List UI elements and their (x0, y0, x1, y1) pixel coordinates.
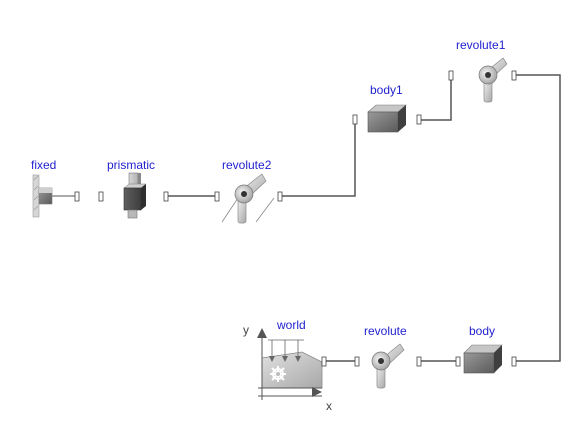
body1-component[interactable] (352, 104, 422, 133)
revolute1-component[interactable] (448, 57, 517, 103)
revolute-label: revolute (364, 324, 407, 338)
revolute2-label: revolute2 (222, 158, 272, 172)
world-x-axis-label: x (326, 399, 332, 413)
fixed-component[interactable] (32, 174, 75, 218)
prismatic-component[interactable] (98, 172, 169, 219)
prismatic-frame-a-connector[interactable] (98, 191, 104, 202)
revolute2-frame-b-connector[interactable] (277, 191, 283, 202)
revolute2-frame-a-connector[interactable] (214, 191, 220, 202)
body1-frame-b-connector[interactable] (416, 114, 422, 125)
wire-revolute1-body (516, 74, 561, 362)
prismatic-frame-b-connector[interactable] (163, 191, 169, 202)
fixed-label: fixed (31, 158, 57, 172)
body-frame-a-connector[interactable] (455, 356, 461, 367)
revolute-frame-a-connector[interactable] (354, 356, 360, 367)
world-label: world (277, 318, 306, 332)
revolute-component[interactable] (354, 343, 422, 389)
body-frame-b-connector[interactable] (511, 356, 517, 367)
world-component[interactable] (257, 328, 327, 400)
prismatic-label: prismatic (107, 158, 156, 172)
revolute1-label: revolute1 (456, 38, 506, 52)
body1-frame-a-connector[interactable] (352, 114, 358, 125)
body-label: body (469, 324, 496, 338)
revolute2-component[interactable] (214, 173, 283, 224)
body-component[interactable] (455, 344, 517, 374)
body1-label: body1 (370, 83, 403, 97)
gear-icon (270, 366, 286, 382)
wire-body1-revolute1 (421, 75, 452, 121)
world-y-axis-label: y (243, 323, 249, 337)
revolute1-frame-b-connector[interactable] (511, 70, 517, 81)
connection-wires (52, 74, 561, 362)
fixed-frame-b-connector[interactable] (74, 191, 80, 202)
revolute1-frame-a-connector[interactable] (448, 70, 454, 81)
world-frame-b-connector[interactable] (321, 356, 327, 367)
wire-revolute2-body1 (282, 123, 356, 197)
revolute-frame-b-connector[interactable] (416, 356, 422, 367)
